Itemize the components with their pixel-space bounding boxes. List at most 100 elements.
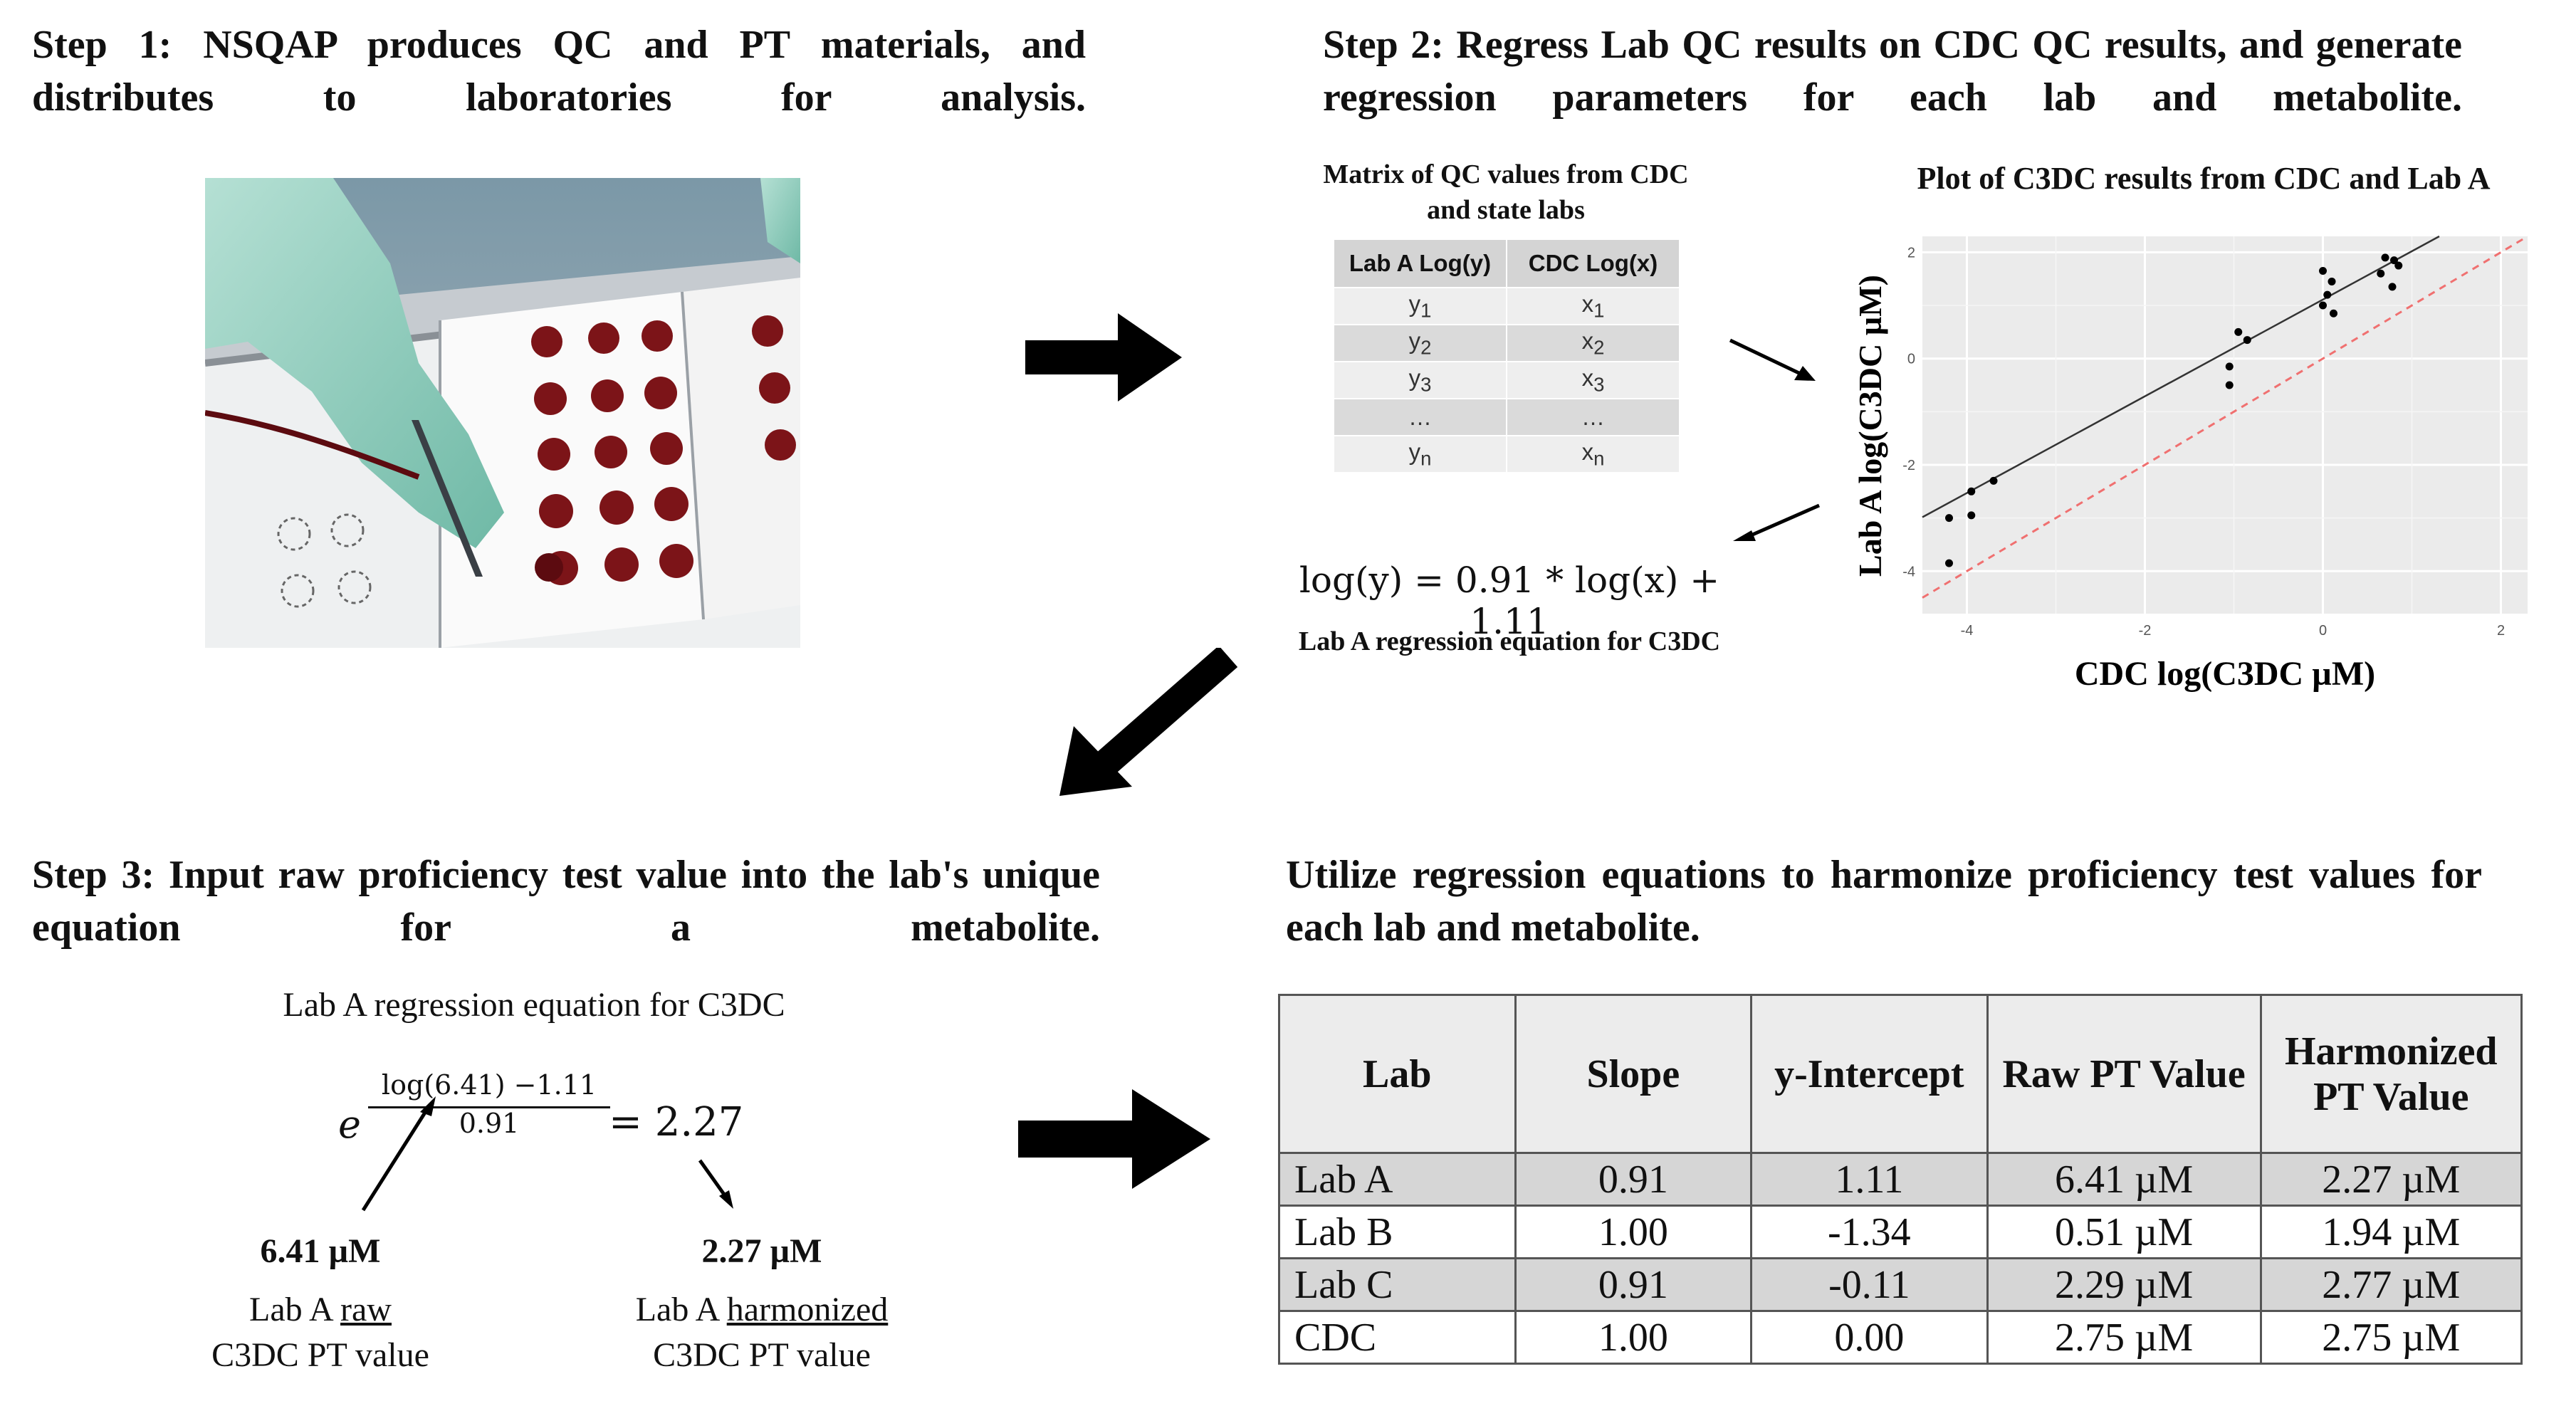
cell-raw: 2.75 µM: [1986, 1310, 2262, 1365]
harm-label-underlined: harmonized: [726, 1291, 889, 1328]
cell-lab: Lab A: [1278, 1152, 1517, 1207]
table-row: CDC 1.00 0.00 2.75 µM 2.75 µM: [1278, 1310, 2523, 1365]
data-point: [2328, 277, 2336, 285]
data-point: [2225, 381, 2234, 389]
matrix-cell: yn: [1333, 435, 1507, 473]
x-tick-label: 2: [2497, 623, 2505, 639]
plot-panel: [1922, 236, 2528, 614]
y-tick-label: 2: [1907, 245, 1915, 261]
matrix-cell: y1: [1333, 287, 1507, 325]
cell-harmonized: 2.75 µM: [2259, 1310, 2523, 1365]
data-point: [2377, 269, 2385, 278]
cell-raw: 6.41 µM: [1986, 1152, 2262, 1207]
matrix-cell: y2: [1333, 324, 1507, 362]
arrow-right-1: [1025, 313, 1182, 402]
cell-intercept: -1.34: [1750, 1205, 1989, 1259]
raw-label-underlined: raw: [340, 1291, 392, 1328]
col-header-slope: Slope: [1514, 994, 1753, 1154]
cell-raw: 0.51 µM: [1986, 1205, 2262, 1259]
data-point: [1967, 511, 1976, 520]
harmonized-value: 2.27 µM: [701, 1232, 822, 1270]
col-header-intercept: y-Intercept: [1750, 994, 1989, 1154]
exp-base: e: [338, 1102, 361, 1147]
y-tick-label: 0: [1907, 352, 1915, 367]
data-point: [2390, 256, 2398, 265]
connector-arrows: [1729, 338, 1821, 541]
col-header-raw: Raw PT Value: [1986, 994, 2262, 1154]
data-point: [2394, 261, 2403, 270]
data-point: [2319, 267, 2327, 276]
data-point: [2243, 336, 2251, 345]
exp-denominator: 0.91: [459, 1108, 520, 1139]
col-header-lab: Lab: [1278, 994, 1517, 1154]
matrix-cell: x2: [1506, 324, 1680, 362]
harm-label-prefix: Lab A: [635, 1291, 727, 1328]
matrix-header-cdc: CDC Log(x): [1506, 238, 1680, 288]
x-axis-label: CDC log(C3DC µM): [2075, 655, 2375, 693]
data-point: [2381, 253, 2389, 262]
col-header-harmonized: Harmonized PT Value: [2259, 994, 2523, 1154]
regression-equation-caption: Lab A regression equation for C3DC: [1298, 626, 1721, 656]
cell-harmonized: 1.94 µM: [2259, 1205, 2523, 1259]
regression-equation: log(y) = 0.91 * log(x) + 1.11: [1299, 560, 1720, 642]
x-tick-label: 0: [2319, 623, 2327, 639]
raw-label-suffix: C3DC PT value: [211, 1336, 429, 1374]
exponential-equation: e log(6.41) −1.11 0.91 = 2.27: [338, 1068, 780, 1153]
harm-label-suffix: C3DC PT value: [653, 1336, 871, 1374]
cell-harmonized: 2.77 µM: [2259, 1257, 2523, 1312]
table-row: Lab C 0.91 -0.11 2.29 µM 2.77 µM: [1278, 1257, 2523, 1312]
cell-raw: 2.29 µM: [1986, 1257, 2262, 1312]
cell-harmonized: 2.27 µM: [2259, 1152, 2523, 1207]
step2-title: Step 2: Regress Lab QC results on CDC QC…: [1323, 23, 2462, 120]
y-tick-label: -4: [1902, 564, 1915, 579]
cell-intercept: 1.11: [1750, 1152, 1989, 1207]
matrix-title: Matrix of QC values from CDC and state l…: [1323, 159, 1689, 225]
x-tick-label: -2: [2139, 623, 2152, 639]
exp-result: = 2.27: [609, 1099, 744, 1145]
table-row: Lab A 0.91 1.11 6.41 µM 2.27 µM: [1278, 1152, 2523, 1207]
cell-lab: Lab B: [1278, 1205, 1517, 1259]
data-point: [1989, 476, 1998, 485]
cell-intercept: -0.11: [1750, 1257, 1989, 1312]
data-point: [2319, 301, 2327, 310]
matrix-cell: x3: [1506, 361, 1680, 399]
cell-slope: 0.91: [1514, 1257, 1753, 1312]
exp-numerator: log(6.41) −1.11: [381, 1069, 597, 1101]
table-row: Lab B 1.00 -1.34 0.51 µM 1.94 µM: [1278, 1205, 2523, 1259]
data-point: [1945, 559, 1953, 567]
matrix-header-lab: Lab A Log(y): [1333, 238, 1507, 288]
data-point: [2225, 362, 2234, 371]
arrow-down-left: [1059, 648, 1238, 796]
step1-title: Step 1: NSQAP produces QC and PT materia…: [32, 23, 1086, 120]
data-point: [2330, 309, 2337, 318]
matrix-cell: xn: [1506, 435, 1680, 473]
dried-blood-spot-card-illustration: [205, 178, 800, 648]
cell-slope: 1.00: [1514, 1205, 1753, 1259]
harmonized-label: Lab A harmonized C3DC PT value: [577, 1287, 947, 1378]
step3-title: Step 3: Input raw proficiency test value…: [32, 853, 1100, 950]
lab-photo: [205, 178, 800, 648]
raw-label: Lab A raw C3DC PT value: [142, 1287, 498, 1378]
cell-lab: CDC: [1278, 1310, 1517, 1365]
data-point: [2323, 290, 2332, 299]
step3-equation-caption: Lab A regression equation for C3DC: [283, 986, 785, 1024]
cell-slope: 1.00: [1514, 1310, 1753, 1365]
harmonization-table: Lab Slope y-Intercept Raw PT Value Harmo…: [1278, 994, 2523, 1365]
step4-title: Utilize regression equations to harmoniz…: [1286, 853, 2482, 950]
cell-lab: Lab C: [1278, 1257, 1517, 1312]
matrix-cell: y3: [1333, 361, 1507, 399]
data-point: [2234, 327, 2243, 336]
data-point: [1967, 487, 1976, 495]
cell-intercept: 0.00: [1750, 1310, 1989, 1365]
cell-slope: 0.91: [1514, 1152, 1753, 1207]
identity-line: [1922, 235, 2528, 599]
matrix-cell: …: [1333, 398, 1507, 436]
y-tick-label: -2: [1902, 458, 1915, 473]
plot-title: Plot of C3DC results from CDC and Lab A: [1917, 161, 2491, 196]
regression-line: [1922, 235, 2440, 518]
exp-fraction-bar: [368, 1106, 610, 1108]
data-point: [1945, 514, 1953, 523]
x-tick-label: -4: [1961, 623, 1974, 639]
